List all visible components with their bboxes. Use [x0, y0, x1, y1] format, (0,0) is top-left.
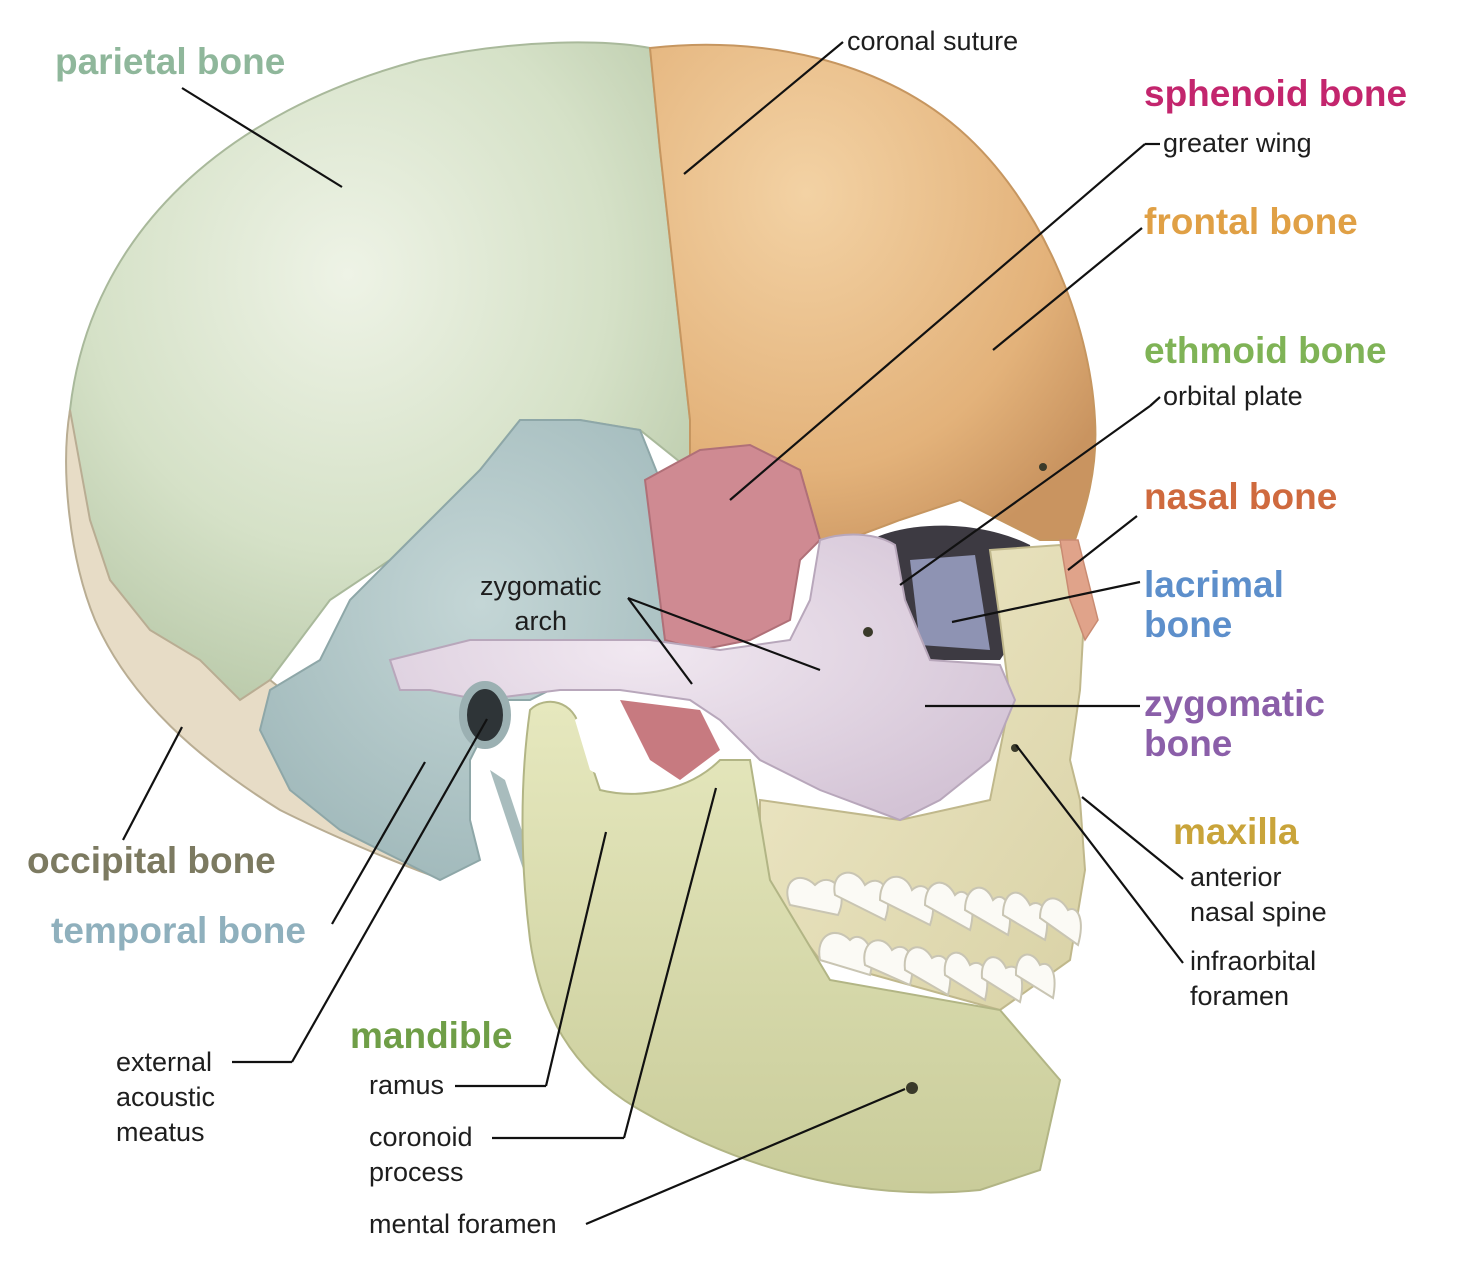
lacrimal-bone-shape	[910, 555, 990, 650]
label-nasal-bone: nasal bone	[1144, 476, 1338, 517]
label-zygomatic-bone: zygomatic bone	[1144, 683, 1325, 764]
label-mandible: mandible	[350, 1015, 513, 1056]
label-anterior-nasal-spine: anterior nasal spine	[1190, 862, 1327, 927]
frontal-foramen-hole	[1039, 463, 1047, 471]
label-lacrimal-bone: lacrimal bone	[1144, 564, 1284, 645]
label-ramus: ramus	[369, 1070, 445, 1100]
label-temporal-bone: temporal bone	[51, 910, 306, 951]
label-external-acoustic-meatus: external acoustic meatus	[116, 1047, 216, 1147]
label-orbital-plate: orbital plate	[1163, 381, 1303, 411]
zygomatic-bone-shape	[388, 533, 1017, 822]
mental-foramen-hole	[906, 1082, 918, 1094]
sphenoid-greater-wing-shape	[643, 443, 822, 652]
label-maxilla: maxilla	[1173, 811, 1299, 852]
sphenoid-lower-shape	[620, 700, 720, 780]
label-frontal-bone: frontal bone	[1144, 201, 1358, 242]
label-mental-foramen: mental foramen	[369, 1209, 557, 1239]
zygomaticofacial-foramen-hole	[863, 627, 873, 637]
label-occipital-bone: occipital bone	[27, 840, 276, 881]
ear-canal-shape	[459, 681, 511, 749]
frontal-bone-shape	[648, 43, 1097, 542]
label-coronoid-process: coronoid process	[369, 1122, 473, 1187]
label-sphenoid-bone: sphenoid bone	[1144, 73, 1408, 114]
label-infraorbital-foramen: infraorbital foramen	[1190, 946, 1317, 1011]
mandible-shape	[521, 700, 1062, 1194]
label-coronal-suture: coronal suture	[847, 26, 1019, 56]
label-zygomatic-arch: zygomatic arch	[480, 571, 602, 636]
label-ethmoid-bone: ethmoid bone	[1144, 330, 1387, 371]
leader-lines	[122, 41, 1184, 1226]
label-greater-wing: greater wing	[1163, 128, 1312, 158]
label-parietal-bone: parietal bone	[55, 41, 286, 82]
teeth	[786, 871, 1082, 1004]
nasal-bone-shape	[1059, 539, 1099, 642]
